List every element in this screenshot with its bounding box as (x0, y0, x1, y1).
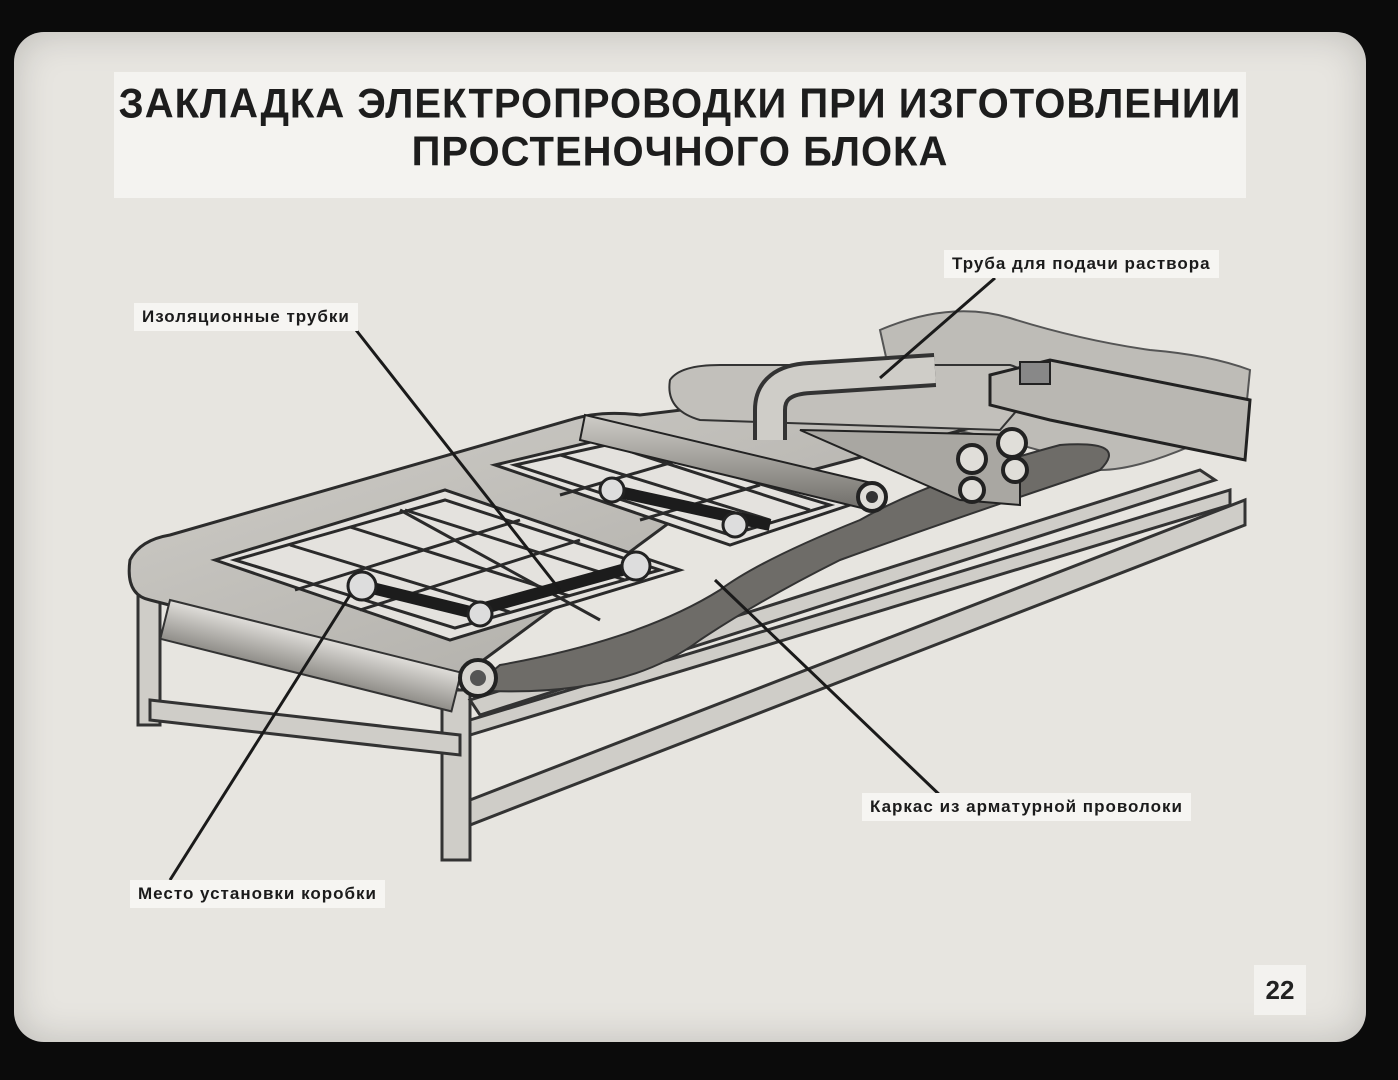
pipe-bundle (578, 413, 1029, 513)
label-pipe: Труба для подачи раствора (944, 250, 1219, 278)
page-number: 22 (1254, 965, 1306, 1015)
label-box: Место установки коробки (130, 880, 386, 908)
label-tubes: Изоляционные трубки (134, 303, 358, 331)
label-frame: Каркас из арматурной проволоки (862, 793, 1191, 821)
title-box: ЗАКЛАДКА ЭЛЕКТРОПРОВОДКИ ПРИ ИЗГОТОВЛЕНИ… (114, 72, 1246, 198)
insulation-tube-2 (598, 476, 772, 539)
title-line-2: ПРОСТЕНОЧНОГО БЛОКА (411, 128, 949, 176)
insulation-tube-1 (346, 550, 652, 628)
leader-lines (168, 276, 996, 881)
title-line-1: ЗАКЛАДКА ЭЛЕКТРОПРОВОДКИ ПРИ ИЗГОТОВЛЕНИ… (118, 80, 1242, 128)
casting-sheet (467, 443, 1110, 693)
mortar-feed-pipe (753, 353, 1252, 462)
